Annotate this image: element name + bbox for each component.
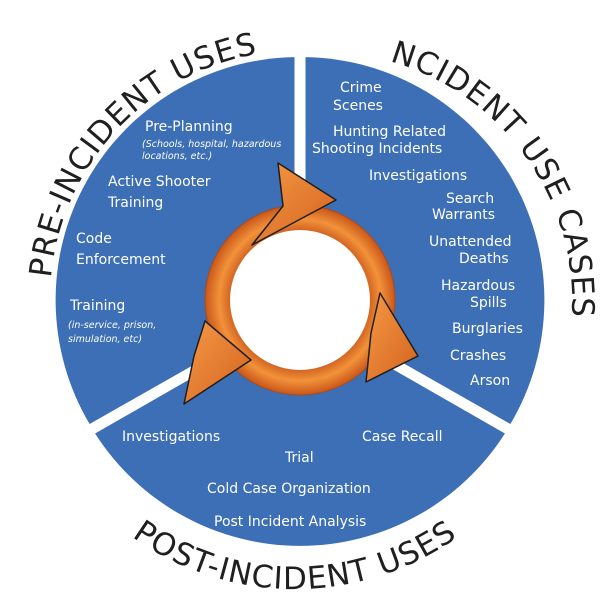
active-shooter-label-line1: Active Shooter [108,174,211,190]
pre-planning-label: Pre-Planning [145,119,233,135]
training-note-line1: (in-service, prison, [68,320,156,331]
case-recall-label: Case Recall [362,429,442,445]
unattended-deaths-label-line2: Deaths [459,251,509,267]
cycle-arrow-right [365,292,419,383]
crime-scenes-label-line1: Crime [340,80,382,96]
training-label: Training [69,298,125,314]
search-warrants-label-line2: Warrants [432,207,495,223]
cycle-ring-center [230,230,370,370]
trial-label: Trial [284,450,314,466]
post-incident-segment [95,316,505,546]
code-enforcement-label-line1: Code [76,231,112,247]
cycle-arrow-left [183,320,252,405]
hazardous-spills-label-line1: Hazardous [441,278,515,294]
pre-planning-note-line2: locations, etc.) [142,151,212,162]
post-investigations-label: Investigations [122,429,220,445]
training-note-line2: simulation, etc) [68,334,142,345]
cold-case-label: Cold Case Organization [207,481,371,497]
cycle-arrow-top [251,162,337,246]
hazardous-spills-label-line2: Spills [470,295,507,311]
crime-scenes-label-line2: Scenes [333,98,383,114]
hunting-label-line1: Hunting Related [333,124,446,140]
unattended-deaths-label-line1: Unattended [429,234,512,250]
post-incident-analysis-label: Post Incident Analysis [214,514,366,530]
arson-label: Arson [470,373,510,389]
pre-planning-note-line1: (Schools, hospital, hazardous [142,139,281,150]
hunting-label-line2: Shooting Incidents [312,141,442,157]
crashes-label: Crashes [450,348,506,364]
active-shooter-label-line2: Training [107,195,163,211]
code-enforcement-label-line2: Enforcement [76,252,166,268]
search-warrants-label-line1: Search [446,191,494,207]
burglaries-label: Burglaries [452,321,523,337]
investigations-label: Investigations [369,168,467,184]
